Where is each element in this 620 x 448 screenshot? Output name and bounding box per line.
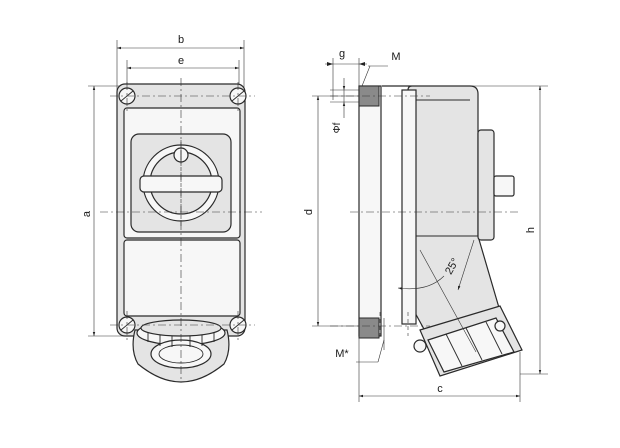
switch-shaft [493, 175, 515, 197]
label-g: g [339, 48, 345, 60]
front-view: b e a [81, 34, 262, 383]
switch-knob-side [477, 129, 495, 241]
mounting-back-plate [358, 85, 382, 337]
label-M-star: M* [335, 348, 349, 360]
label-h: h [525, 227, 537, 233]
dimension-c: c [358, 336, 521, 402]
dimension-M-star: M* [335, 318, 385, 363]
label-M: M [391, 51, 400, 63]
dimension-b: b [116, 34, 245, 92]
angled-socket [413, 305, 523, 377]
label-phi-f: Φf [332, 122, 343, 133]
label-e: e [178, 55, 184, 67]
dimension-M: M [361, 51, 401, 87]
label-a: a [81, 210, 93, 217]
label-c: c [437, 383, 443, 395]
label-d: d [303, 209, 315, 215]
mounting-lug-bottom [358, 317, 380, 339]
label-b: b [178, 34, 184, 46]
dimension-h: h [430, 85, 548, 375]
side-view: g M Φf d [303, 48, 548, 402]
housing-gasket-strip [401, 89, 417, 325]
housing-lower-panel [123, 239, 241, 317]
